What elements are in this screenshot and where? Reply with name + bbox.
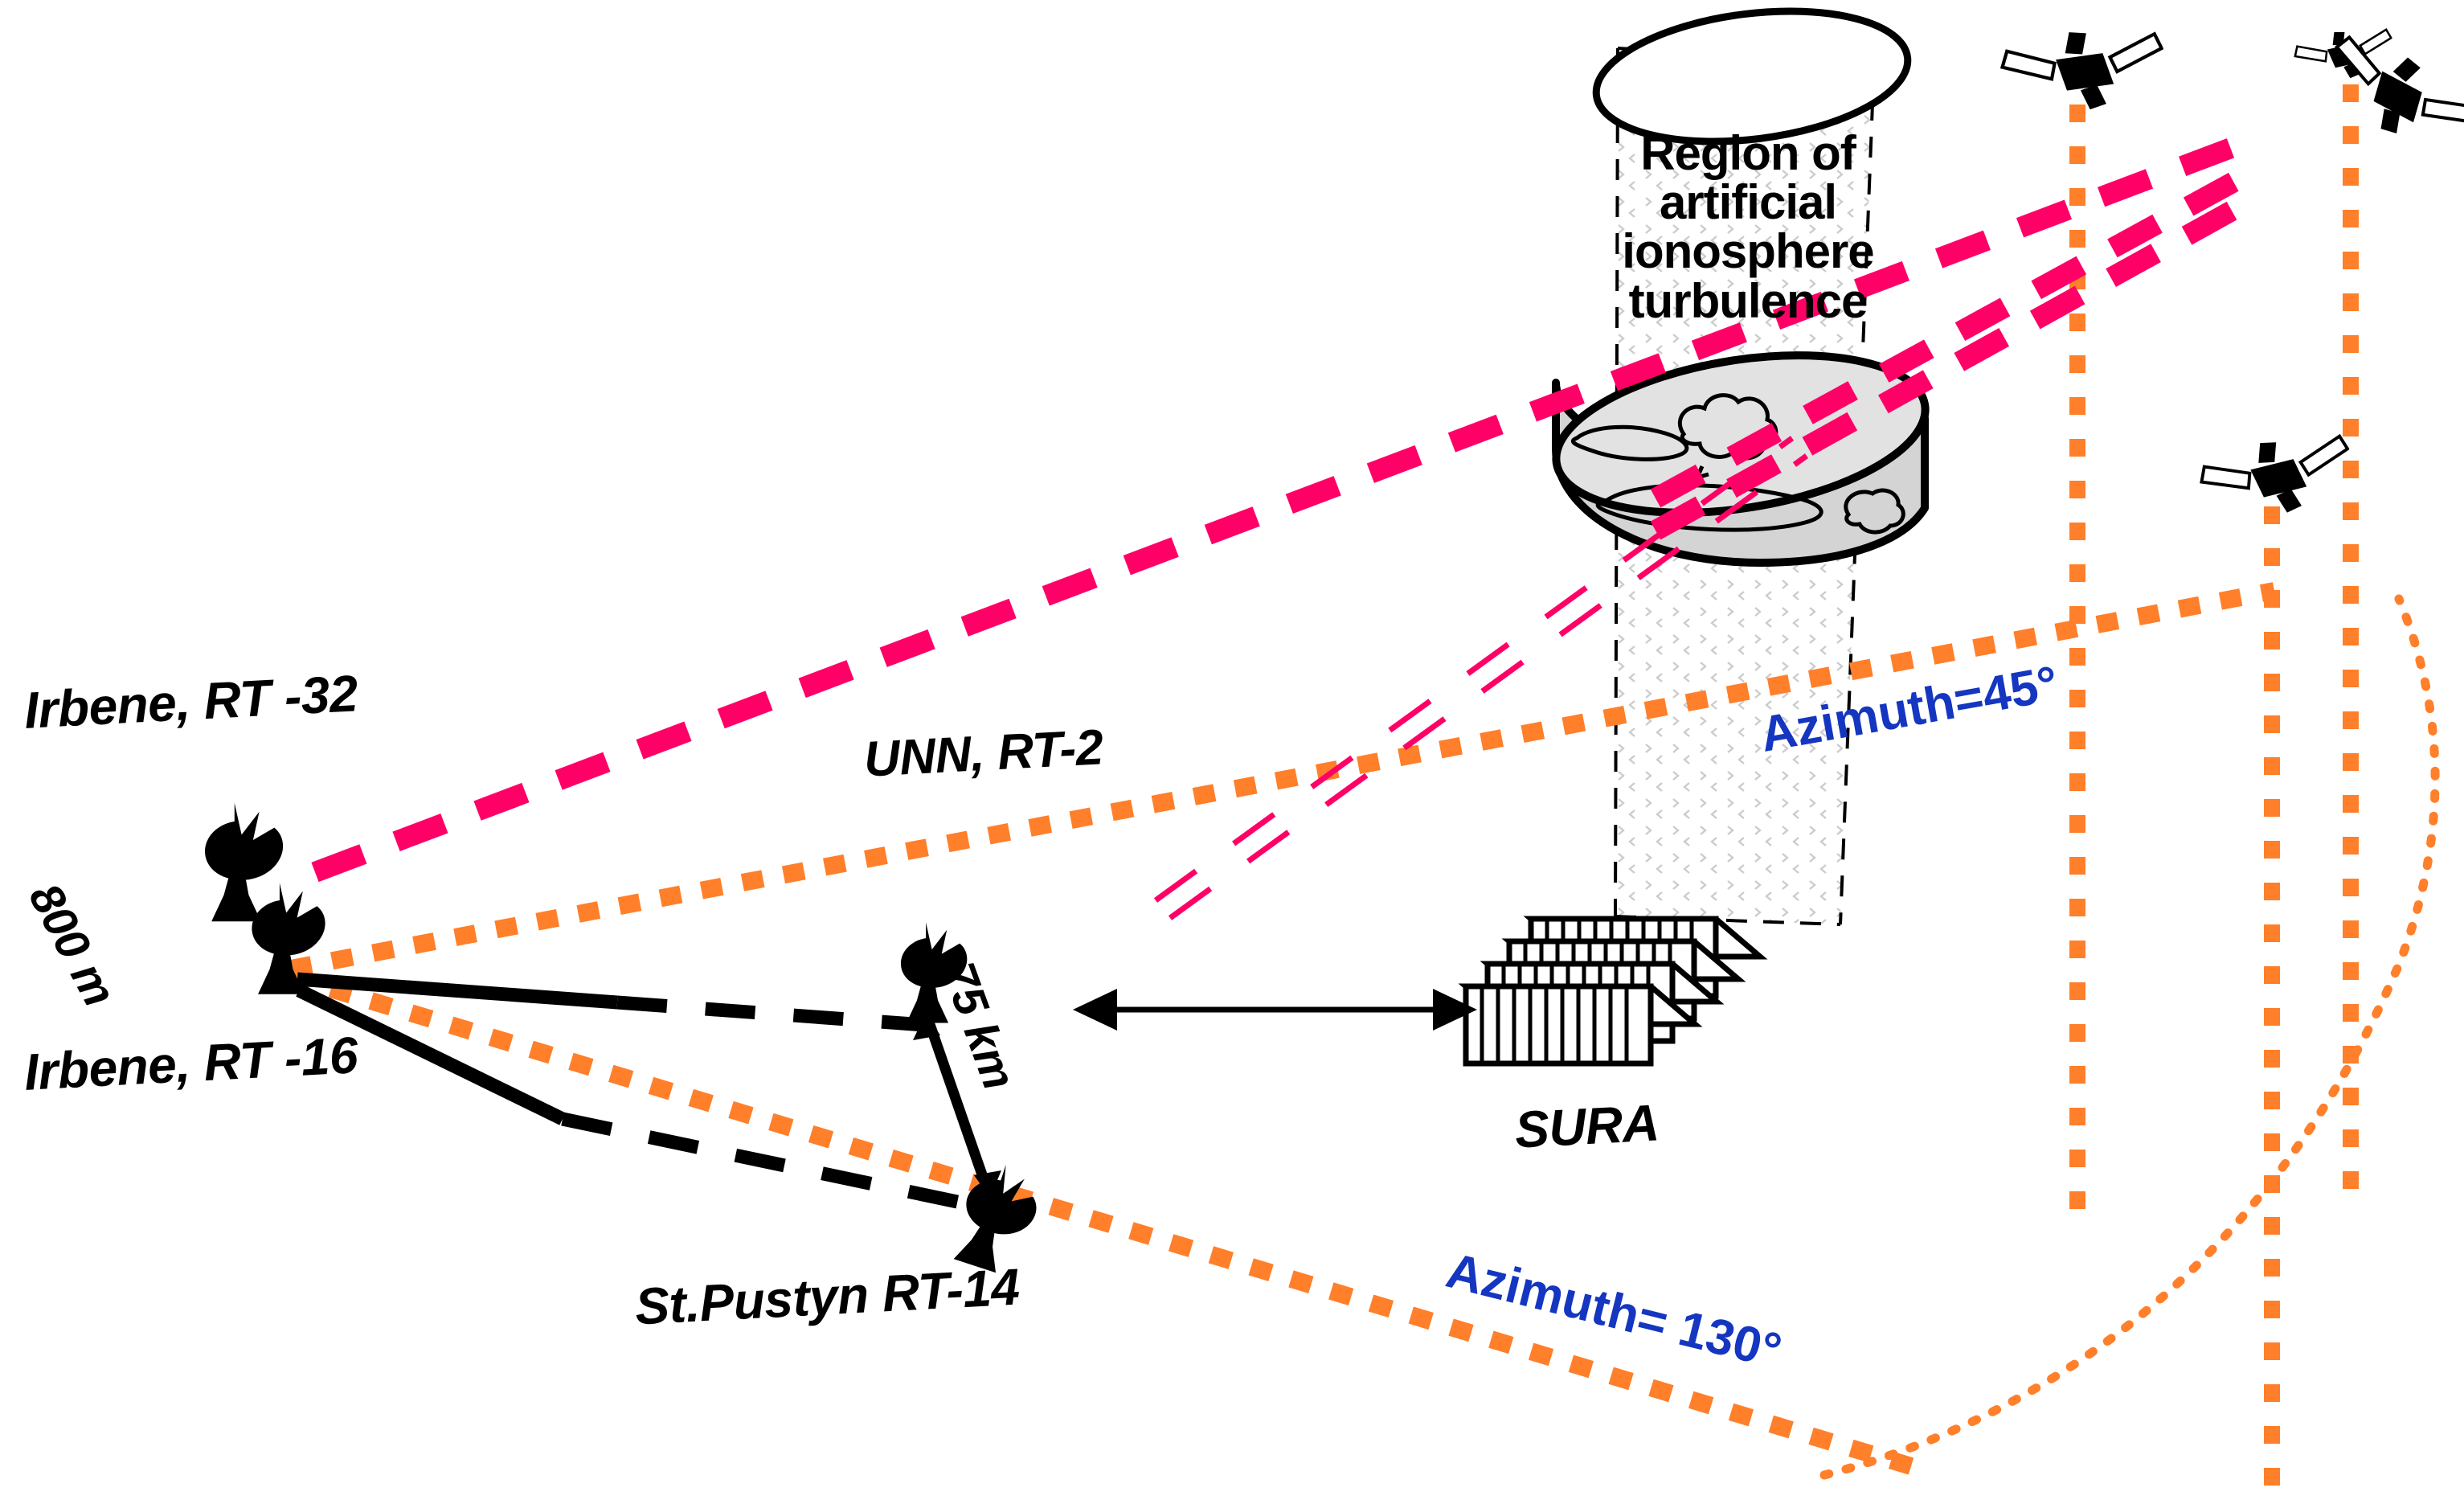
satellite-orbit-arc — [1819, 594, 2440, 1480]
pink-ray-fan-b — [1650, 195, 2248, 540]
azimuth-45-ray — [289, 582, 2277, 977]
label-region-of-turbulence: Region of artificial ionosphere turbulen… — [1622, 126, 1874, 328]
baseline-rt16-rt2-solid — [297, 972, 618, 1010]
distance-double-arrow-icon — [1073, 989, 1477, 1031]
satellite-signal-rays — [288, 84, 2440, 1500]
label-sura: SURA — [1513, 1093, 1661, 1159]
pink-twin-ray — [1153, 436, 1809, 920]
label-unn-rt2: UNN, RT-2 — [862, 719, 1105, 788]
baseline-rt2-rt14 — [920, 1010, 996, 1200]
azimuth-130-ray — [288, 968, 1930, 1480]
interferometer-baselines — [296, 972, 1001, 1213]
hf-heater-antenna-array-icon — [1458, 916, 1768, 1067]
pink-ray-fan-a — [1650, 163, 2256, 508]
pink-ray-main — [311, 130, 2254, 883]
satellite-3[interactable] — [2313, 26, 2464, 164]
baseline-rt16-rt14-dashed — [561, 1112, 978, 1213]
baseline-rt16-rt14-solid — [296, 984, 566, 1125]
baseline-rt16-rt2-dashed — [616, 995, 925, 1032]
scattered-signal-rays — [311, 130, 2256, 920]
baseline-arrowhead-top — [913, 1013, 940, 1040]
ionosphere-top-ellipse-icon — [1592, 7, 1912, 145]
